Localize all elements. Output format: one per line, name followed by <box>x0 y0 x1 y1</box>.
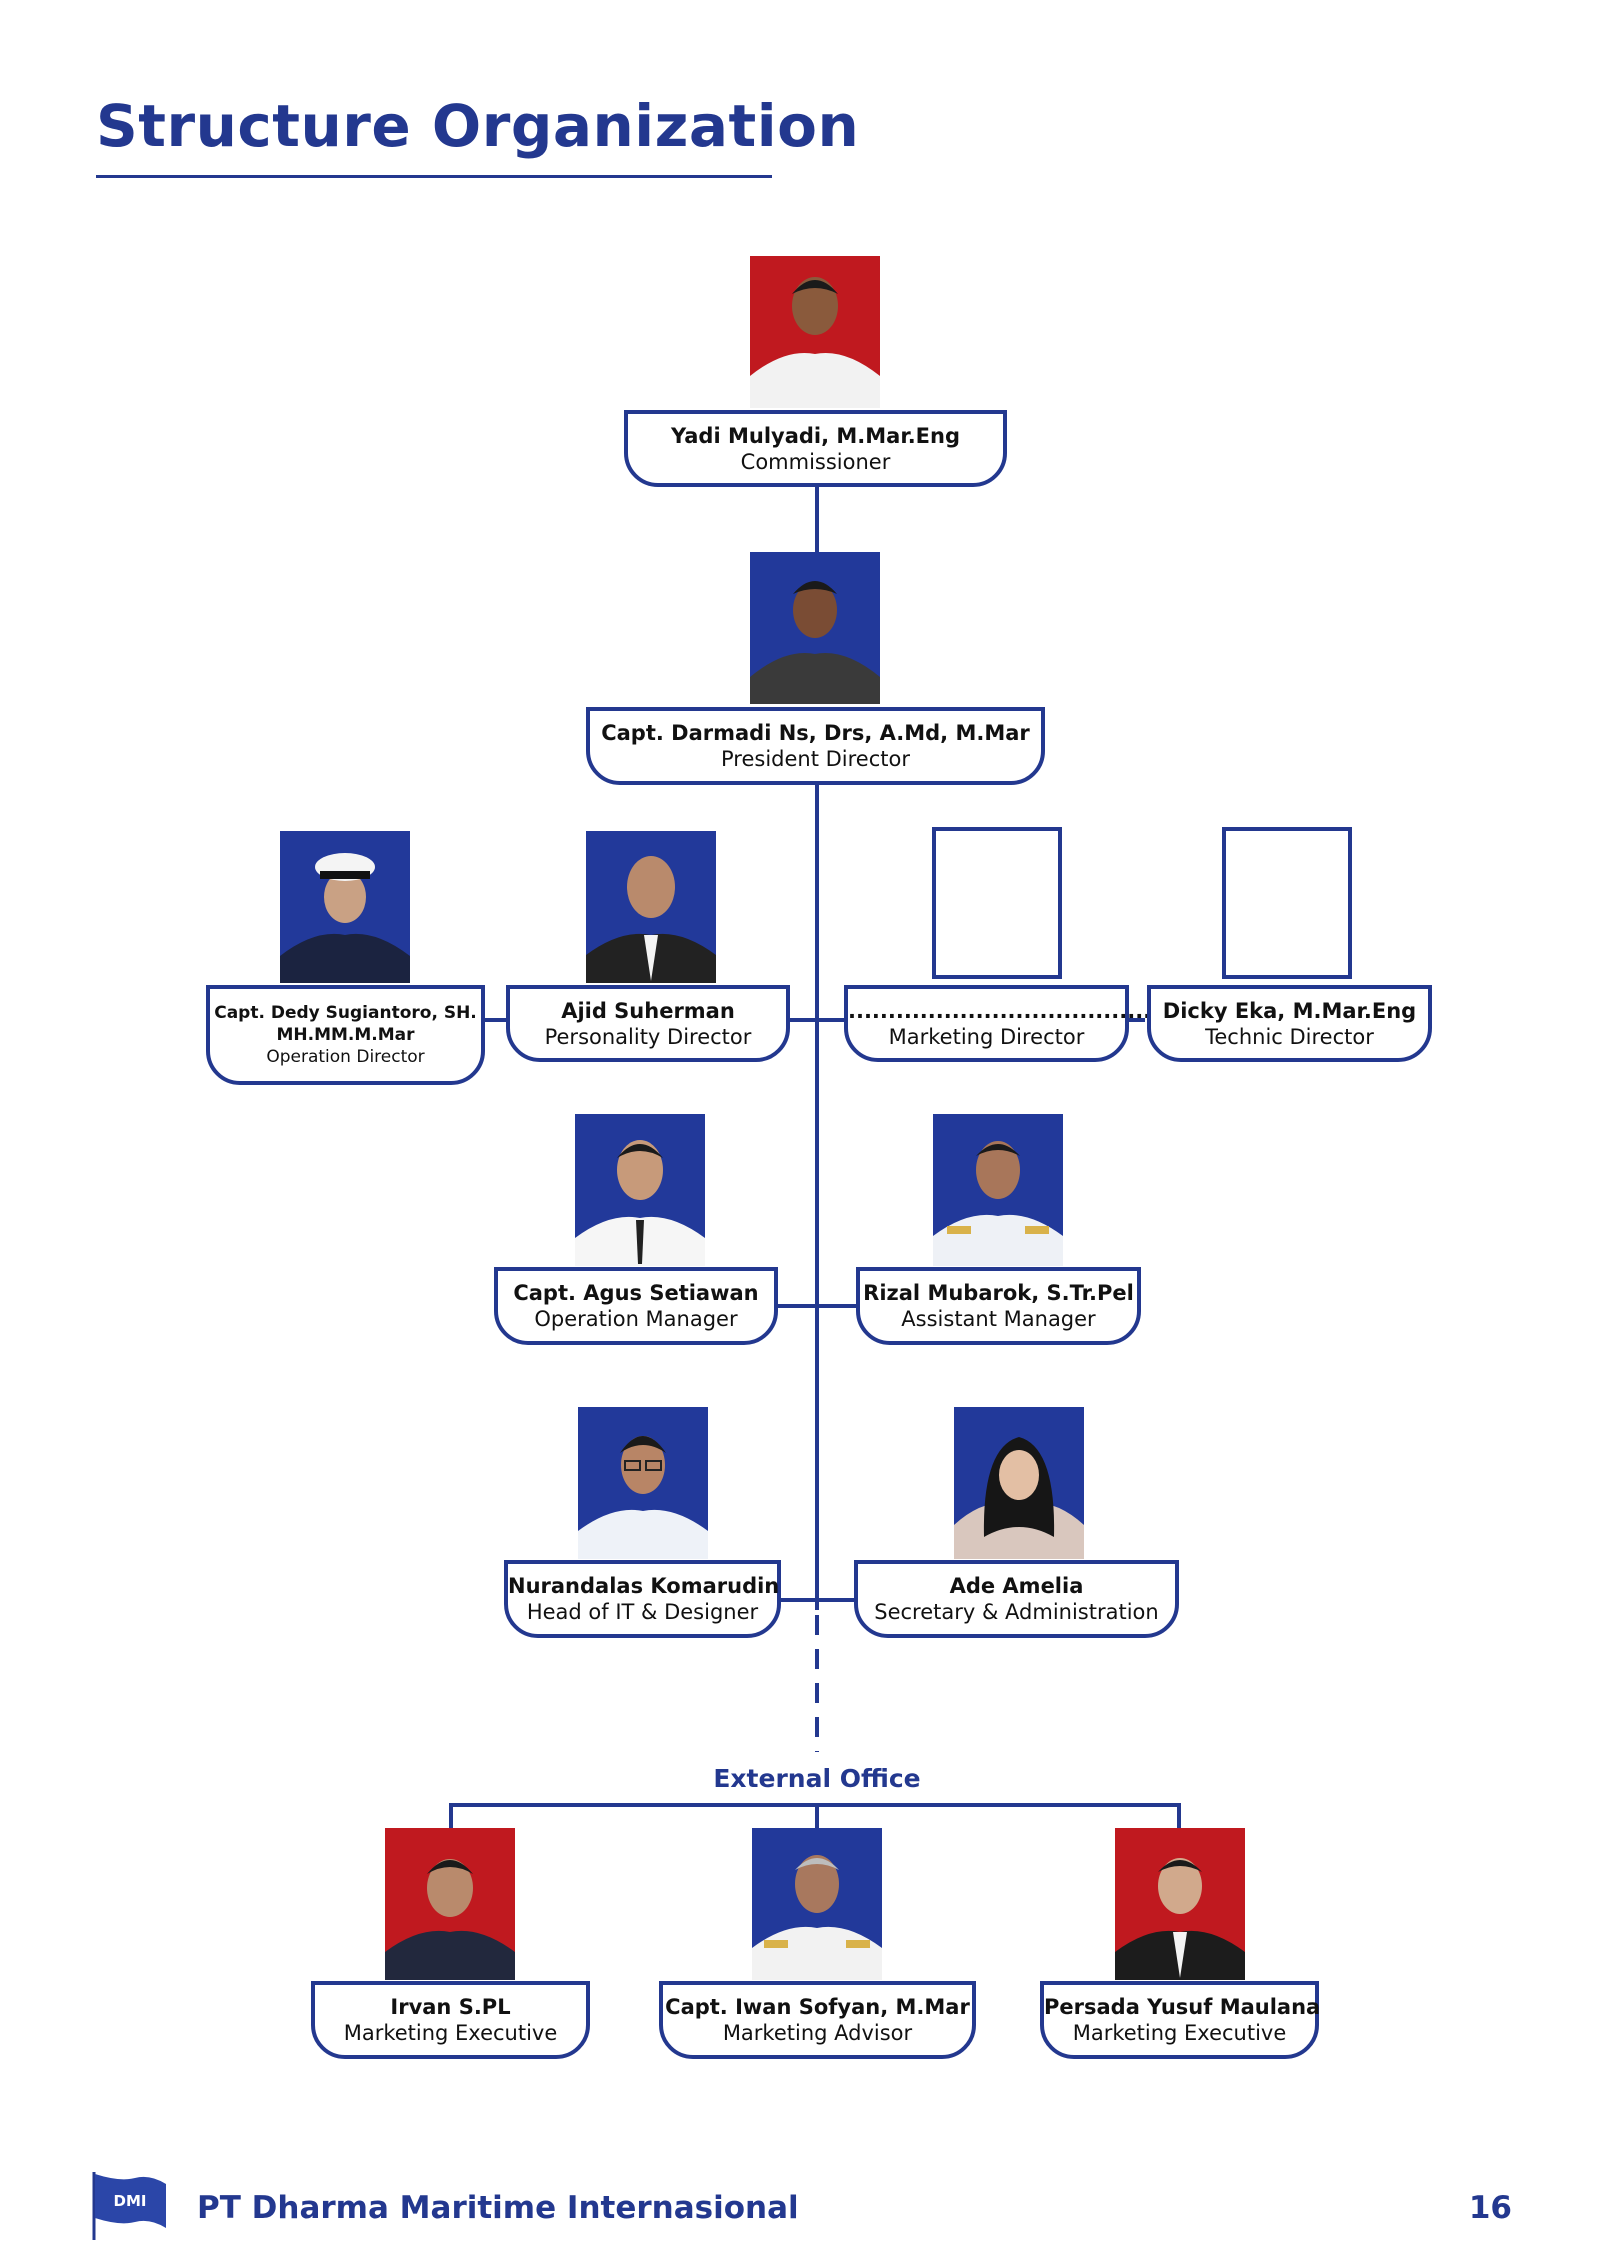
card-head-it: Nurandalas Komarudin Head of IT & Design… <box>504 1560 781 1638</box>
footer-company-name: PT Dharma Maritime Internasional <box>197 2190 799 2226</box>
operation-manager-role: Operation Manager <box>534 1307 738 1331</box>
company-flag-logo: DMI <box>90 2170 170 2242</box>
card-ext-2: Capt. Iwan Sofyan, M.Mar Marketing Advis… <box>659 1981 976 2059</box>
photo-commissioner <box>750 256 880 408</box>
photo-technic-director-placeholder <box>1222 827 1352 979</box>
card-assistant-manager: Rizal Mubarok, S.Tr.Pel Assistant Manage… <box>856 1267 1141 1345</box>
head-it-name: Nurandalas Komarudin <box>508 1574 780 1598</box>
president-role: President Director <box>721 747 910 771</box>
page-number: 16 <box>1468 2190 1512 2226</box>
technic-director-role: Technic Director <box>1205 1024 1374 1049</box>
operation-director-role: Operation Director <box>266 1047 425 1067</box>
card-ext-3: Persada Yusuf Maulana Marketing Executiv… <box>1040 1981 1321 2059</box>
operation-director-name-line2: MH.MM.M.Mar <box>276 1025 415 1045</box>
card-marketing-director: ...................................... M… <box>844 985 1152 1062</box>
operation-director-name-line1: Capt. Dedy Sugiantoro, SH. <box>214 1003 477 1023</box>
photo-operation-director <box>280 831 410 983</box>
photo-ext-1 <box>385 1828 515 1980</box>
card-ext-1: Irvan S.PL Marketing Executive <box>311 1981 590 2059</box>
card-personality-director: Ajid Suherman Personality Director <box>506 985 790 1062</box>
card-operation-director: Capt. Dedy Sugiantoro, SH. MH.MM.M.Mar O… <box>206 985 485 1085</box>
ext-3-name: Persada Yusuf Maulana <box>1044 1995 1321 2019</box>
card-operation-manager: Capt. Agus Setiawan Operation Manager <box>494 1267 778 1345</box>
operation-manager-name: Capt. Agus Setiawan <box>513 1281 759 1305</box>
commissioner-name: Yadi Mulyadi, M.Mar.Eng <box>670 423 961 448</box>
photo-ext-2 <box>752 1828 882 1980</box>
photo-assistant-manager <box>933 1114 1063 1266</box>
card-secretary: Ade Amelia Secretary & Administration <box>854 1560 1179 1638</box>
commissioner-role: Commissioner <box>740 449 891 474</box>
photo-secretary <box>954 1407 1084 1559</box>
external-office-label: External Office <box>713 1764 921 1793</box>
photo-marketing-director-placeholder <box>932 827 1062 979</box>
card-technic-director: Dicky Eka, M.Mar.Eng Technic Director <box>1147 985 1432 1062</box>
personality-director-role: Personality Director <box>544 1024 752 1049</box>
photo-personality-director <box>586 831 716 983</box>
secretary-role: Secretary & Administration <box>874 1600 1159 1624</box>
card-commissioner: Yadi Mulyadi, M.Mar.Eng Commissioner <box>624 410 1007 487</box>
svg-text:DMI: DMI <box>114 2192 147 2210</box>
ext-2-name: Capt. Iwan Sofyan, M.Mar <box>665 1995 970 2019</box>
photo-president <box>750 552 880 704</box>
title-underline <box>96 175 772 178</box>
president-name: Capt. Darmadi Ns, Drs, A.Md, M.Mar <box>601 721 1030 745</box>
card-president: Capt. Darmadi Ns, Drs, A.Md, M.Mar Presi… <box>586 707 1045 785</box>
ext-1-name: Irvan S.PL <box>390 1995 511 2019</box>
marketing-director-role: Marketing Director <box>888 1024 1085 1049</box>
photo-operation-manager <box>575 1114 705 1266</box>
photo-ext-3 <box>1115 1828 1245 1980</box>
assistant-manager-role: Assistant Manager <box>901 1307 1096 1331</box>
head-it-role: Head of IT & Designer <box>526 1600 759 1624</box>
marketing-director-name: ...................................... <box>848 998 1152 1023</box>
ext-3-role: Marketing Executive <box>1072 2021 1287 2045</box>
technic-director-name: Dicky Eka, M.Mar.Eng <box>1162 998 1417 1023</box>
ext-2-role: Marketing Advisor <box>722 2021 913 2045</box>
personality-director-name: Ajid Suherman <box>561 998 735 1023</box>
photo-head-it <box>578 1407 708 1559</box>
secretary-name: Ade Amelia <box>949 1574 1084 1598</box>
page-title: Structure Organization <box>96 92 860 160</box>
ext-1-role: Marketing Executive <box>343 2021 558 2045</box>
assistant-manager-name: Rizal Mubarok, S.Tr.Pel <box>863 1281 1134 1305</box>
